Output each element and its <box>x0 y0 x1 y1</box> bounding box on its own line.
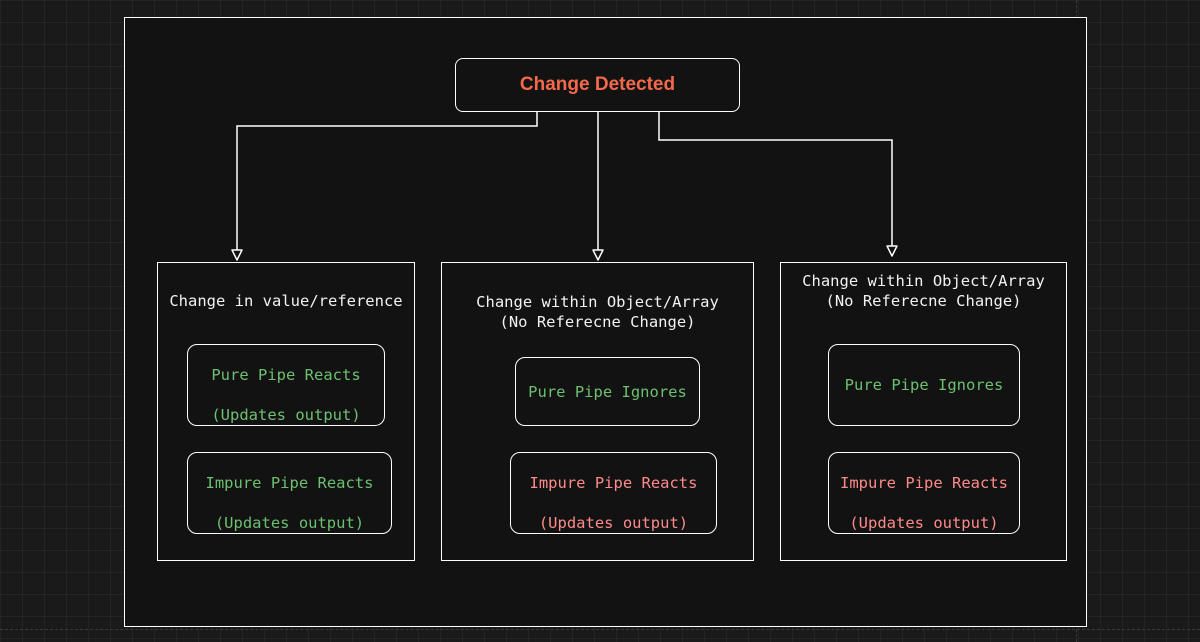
arrow-to-object-change-right <box>658 112 898 257</box>
impure-pipe-sublabel: (Updates output) <box>849 514 999 532</box>
column-title: Change within Object/Array (No Referecne… <box>802 272 1045 310</box>
arrow-to-value-change <box>231 112 538 261</box>
impure-pipe-box: Impure Pipe Reacts (Updates output) <box>828 452 1020 534</box>
column-title: Change within Object/Array (No Referecne… <box>476 293 719 331</box>
pure-pipe-label: Pure Pipe Ignores <box>844 376 1004 394</box>
column-object-array-center: Change within Object/Array (No Referecne… <box>441 262 754 561</box>
impure-pipe-sublabel: (Updates output) <box>214 514 365 532</box>
impure-pipe-label: Impure Pipe Reacts <box>529 474 698 492</box>
pure-pipe-box: Pure Pipe Reacts (Updates output) <box>187 344 385 426</box>
pure-pipe-box: Pure Pipe Ignores <box>828 344 1020 426</box>
impure-pipe-sublabel: (Updates output) <box>538 514 689 532</box>
change-detected-label: Change Detected <box>519 74 676 95</box>
impure-pipe-box: Impure Pipe Reacts (Updates output) <box>187 452 392 534</box>
column-value-reference: Change in value/reference Pure Pipe Reac… <box>157 262 415 561</box>
pure-pipe-label: Pure Pipe Ignores <box>528 382 687 401</box>
change-detected-node: Change Detected <box>455 58 740 112</box>
impure-pipe-label: Impure Pipe Reacts <box>205 474 374 492</box>
impure-pipe-label: Impure Pipe Reacts <box>840 474 1008 492</box>
pure-pipe-label: Pure Pipe Reacts <box>211 366 361 384</box>
pure-pipe-sublabel: (Updates output) <box>211 406 361 424</box>
impure-pipe-box: Impure Pipe Reacts (Updates output) <box>510 452 717 534</box>
pure-pipe-box: Pure Pipe Ignores <box>515 357 700 426</box>
guide-line-horizontal <box>0 629 1200 630</box>
column-title: Change in value/reference <box>169 292 403 310</box>
column-object-array-right: Change within Object/Array (No Referecne… <box>780 262 1067 561</box>
